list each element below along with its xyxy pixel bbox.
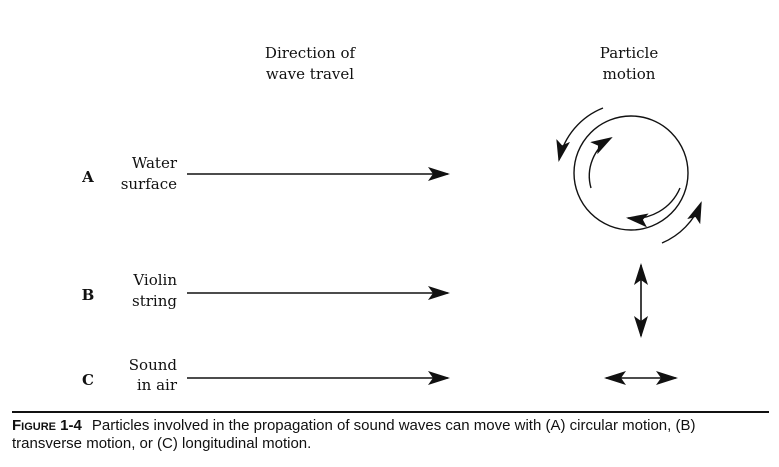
circular-motion-icon (556, 107, 702, 244)
caption-rule (12, 411, 769, 413)
header-particle-line1: Particle (600, 44, 659, 62)
figure-label: Figure 1-4 (12, 417, 82, 434)
row-a-label-line2: surface (121, 175, 177, 193)
row-a-label-line1: Water (132, 154, 178, 172)
row-c-letter: C (82, 371, 94, 389)
row-c-label-line1: Sound (129, 356, 178, 374)
row-b-label-line1: Violin (132, 271, 177, 289)
row-b-letter: B (82, 286, 95, 304)
header-direction-line1: Direction of (265, 44, 357, 62)
row-c-label-line2: in air (137, 376, 178, 394)
row-b-label-line2: string (132, 292, 177, 310)
header-direction-line2: wave travel (266, 65, 354, 83)
caption-text: Particles involved in the propagation of… (12, 417, 696, 452)
header-particle-line2: motion (603, 65, 656, 83)
row-a-letter: A (81, 168, 94, 186)
